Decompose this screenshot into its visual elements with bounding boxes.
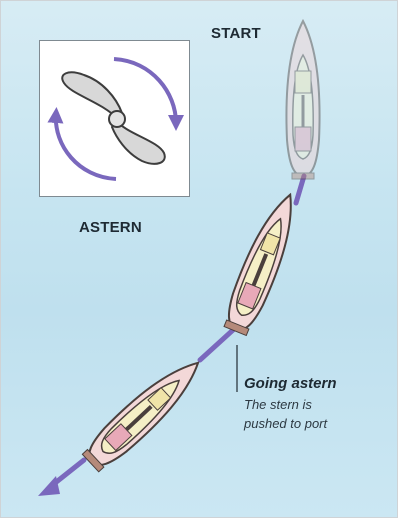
start-label: START <box>211 25 261 42</box>
caption-line-2: pushed to port <box>244 416 327 431</box>
caption-title: Going astern <box>244 375 337 392</box>
propeller-icon <box>40 41 191 198</box>
astern-label: ASTERN <box>79 219 142 236</box>
caption-line-1: The stern is <box>244 397 312 412</box>
propeller-panel <box>39 40 190 197</box>
boat-bottom <box>79 351 209 475</box>
path-arrow-icon <box>38 176 304 496</box>
boat-start <box>286 21 319 179</box>
boat-middle <box>220 188 306 337</box>
